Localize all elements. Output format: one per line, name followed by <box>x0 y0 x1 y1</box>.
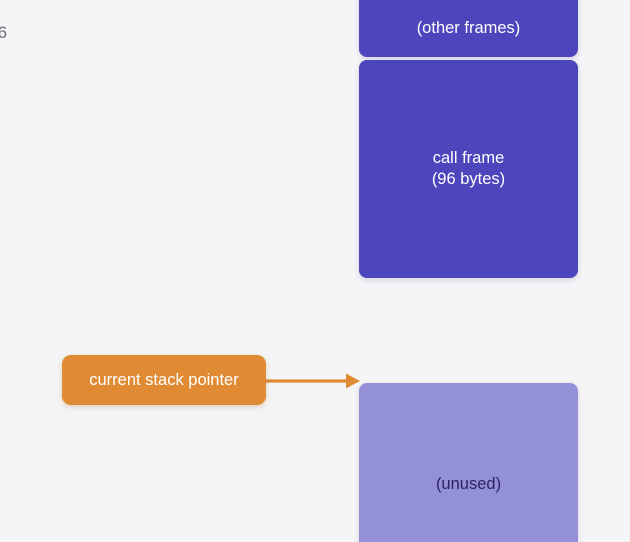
memory-block-other-frames-label: (other frames) <box>416 19 521 37</box>
memory-block-unused: (unused) <box>359 383 578 542</box>
current-stack-pointer-callout: current stack pointer <box>62 355 266 405</box>
memory-block-other-frames: (other frames) <box>359 0 578 57</box>
memory-block-call-frame-label: call frame (96 bytes) <box>431 149 506 188</box>
memory-block-call-frame: call frame (96 bytes) <box>359 60 578 278</box>
current-stack-pointer-label: current stack pointer <box>89 370 239 389</box>
memory-offset-label: 96 <box>0 23 8 42</box>
stack-pointer-arrow-icon <box>262 373 360 389</box>
arrow-head <box>346 373 360 389</box>
memory-block-unused-label: (unused) <box>435 475 502 493</box>
